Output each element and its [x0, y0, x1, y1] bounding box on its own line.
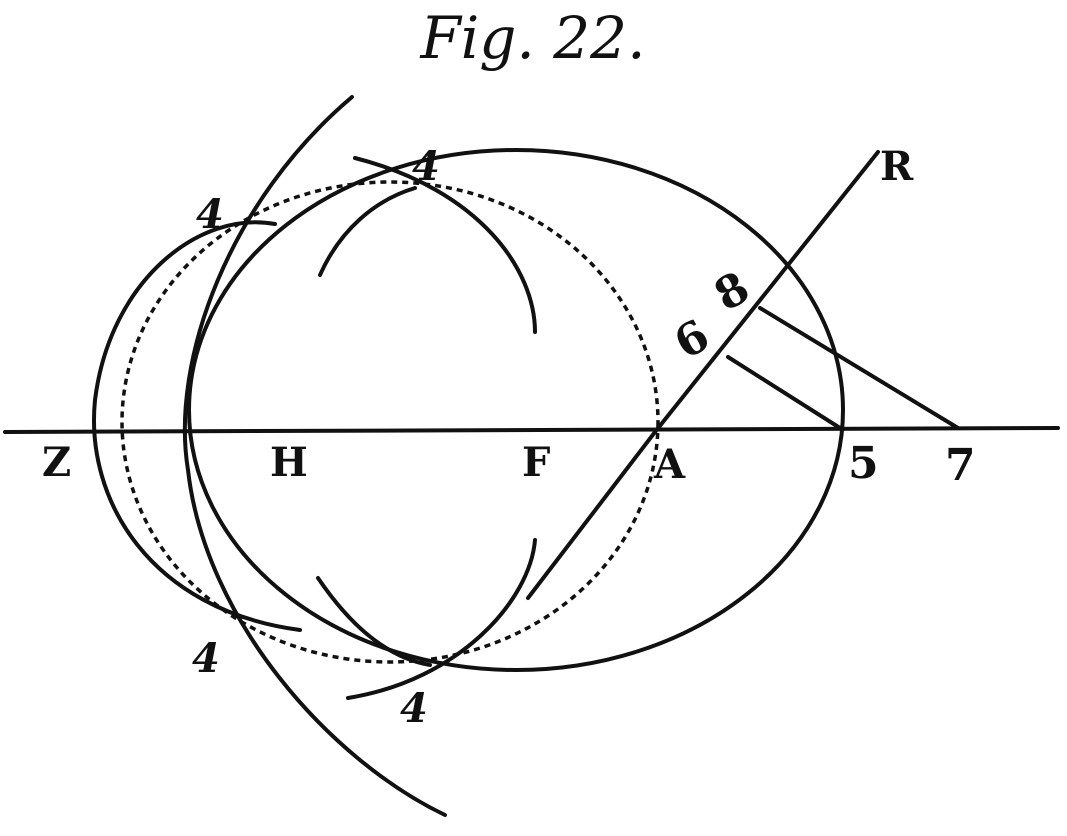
- upper-left-small-arc: [318, 186, 417, 277]
- label-F: F: [522, 439, 550, 486]
- label-4-bottom-left: 4: [192, 635, 220, 682]
- label-4-bottom-mid: 4: [400, 685, 428, 732]
- ray-A-R: [653, 150, 880, 434]
- left-solid-arc: [92, 220, 302, 632]
- lower-middle-arc: [346, 538, 537, 700]
- ray-extension-lower: [526, 430, 657, 600]
- label-H: H: [270, 439, 308, 486]
- label-Z: Z: [42, 439, 71, 486]
- label-4-top-mid: 4: [412, 143, 440, 190]
- label-4-top-left: 4: [196, 191, 224, 238]
- lower-left-small-arc: [316, 576, 432, 667]
- upper-middle-arc: [353, 156, 537, 334]
- label-A: A: [653, 441, 686, 488]
- large-solid-circle: [187, 148, 845, 672]
- line-8-to-7: [758, 306, 960, 430]
- label-R: R: [880, 143, 914, 190]
- line-6-to-5: [726, 355, 842, 430]
- dashed-circle: [120, 180, 660, 664]
- label-5: 5: [848, 438, 879, 489]
- label-7: 7: [945, 440, 976, 491]
- horizontal-axis-line: [3, 426, 1060, 434]
- figure-caption: Fig. 22.: [419, 4, 645, 72]
- left-sweeping-arc: [182, 95, 447, 817]
